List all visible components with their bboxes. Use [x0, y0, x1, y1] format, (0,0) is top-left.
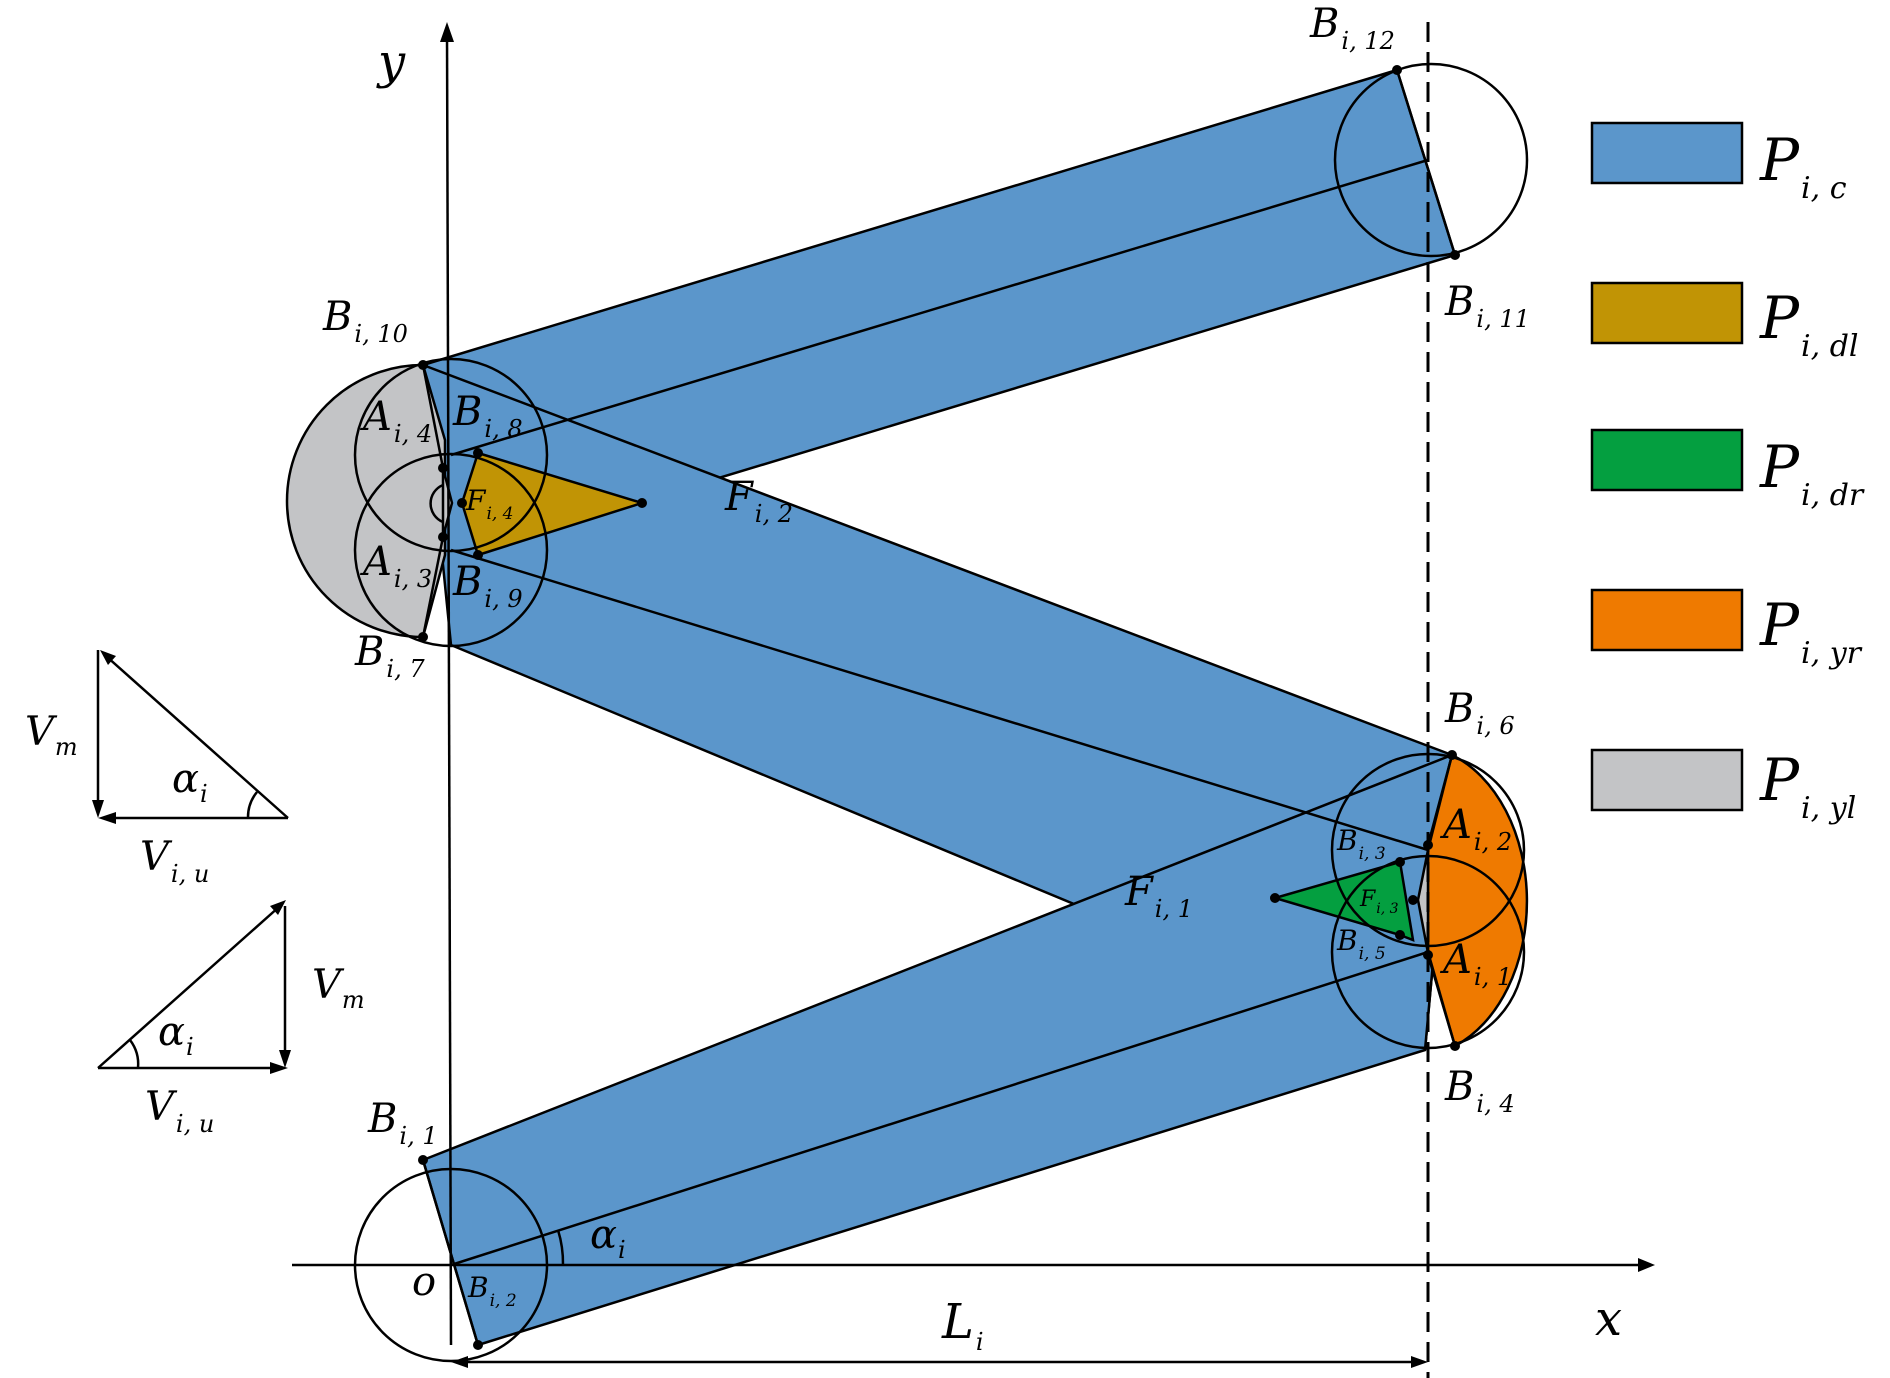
label-B3: Bi, 3 [1336, 824, 1386, 864]
legend-label-c: Pi, c [1759, 126, 1847, 206]
label-F2: Fi, 2 [724, 474, 793, 528]
label-B10: Bi, 10 [322, 294, 408, 348]
x-axis-label: x [1595, 1291, 1622, 1347]
alpha-label-origin: αi [590, 1212, 626, 1264]
label-B1: Bi, 1 [367, 1096, 438, 1150]
vt1-vm-label: Vm [25, 709, 78, 761]
legend-swatch-c [1590, 121, 1744, 185]
vt1-alpha-label: αi [172, 756, 208, 808]
small-arc-left [429, 483, 444, 524]
legend-swatch-dl [1590, 281, 1744, 345]
label-A3: Ai, 3 [359, 539, 432, 593]
legend-label-yr: Pi, yr [1759, 591, 1863, 671]
label-B4: Bi, 4 [1444, 1064, 1515, 1118]
label-F1: Fi, 1 [1124, 869, 1193, 923]
alpha-arc-origin [556, 1229, 565, 1266]
label-B5: Bi, 5 [1336, 924, 1386, 964]
label-B11: Bi, 11 [1444, 279, 1530, 333]
axes [292, 22, 1655, 1378]
y-axis-arrow [440, 22, 454, 42]
region-dr [1270, 860, 1415, 942]
vt2-alpha-label: αi [158, 1009, 194, 1061]
dimension-label: Li [941, 1294, 984, 1356]
center-lines [421, 69, 1457, 1346]
label-B2: Bi, 2 [467, 1271, 517, 1311]
label-B8: Bi, 8 [452, 389, 523, 443]
label-F3: Fi, 3 [1359, 887, 1399, 917]
legend [1590, 121, 1744, 812]
point-markers [418, 65, 1460, 1350]
channel-regions [421, 68, 1457, 1347]
vt1-vu-label: Vi, u [140, 834, 209, 888]
legend-swatch-dr [1590, 428, 1744, 492]
point-labels: Bi, 1 Bi, 2 Bi, 12 Bi, 11 Bi, 10 Bi, 8 A… [322, 1, 1530, 1311]
y-axis-label: y [376, 34, 406, 90]
label-B9: Bi, 9 [452, 559, 523, 613]
circle-top-right [1333, 62, 1529, 258]
y-axis [445, 31, 453, 1346]
x-axis-arrow [1638, 1258, 1655, 1272]
label-B7: Bi, 7 [354, 629, 425, 683]
legend-swatch-yr [1590, 588, 1744, 652]
vt2-vm-label: Vm [312, 962, 365, 1014]
label-F4: Fi, 4 [465, 484, 514, 524]
origin-label: o [412, 1259, 436, 1305]
region-yr [1426, 753, 1529, 1048]
label-A2: Ai, 2 [1439, 802, 1512, 856]
legend-label-dr: Pi, dr [1759, 433, 1865, 513]
velocity-triangle-lower [97, 900, 291, 1074]
label-B12: Bi, 12 [1309, 1, 1395, 55]
velocity-triangle-upper [92, 650, 289, 824]
legend-label-dl: Pi, dl [1759, 284, 1859, 364]
legend-swatch-yl [1590, 748, 1744, 812]
label-A4: Ai, 4 [359, 394, 432, 448]
legend-label-yl: Pi, yl [1759, 746, 1856, 826]
vt2-vu-label: Vi, u [145, 1084, 214, 1138]
label-B6: Bi, 6 [1444, 686, 1515, 740]
label-A1: Ai, 1 [1439, 937, 1512, 991]
